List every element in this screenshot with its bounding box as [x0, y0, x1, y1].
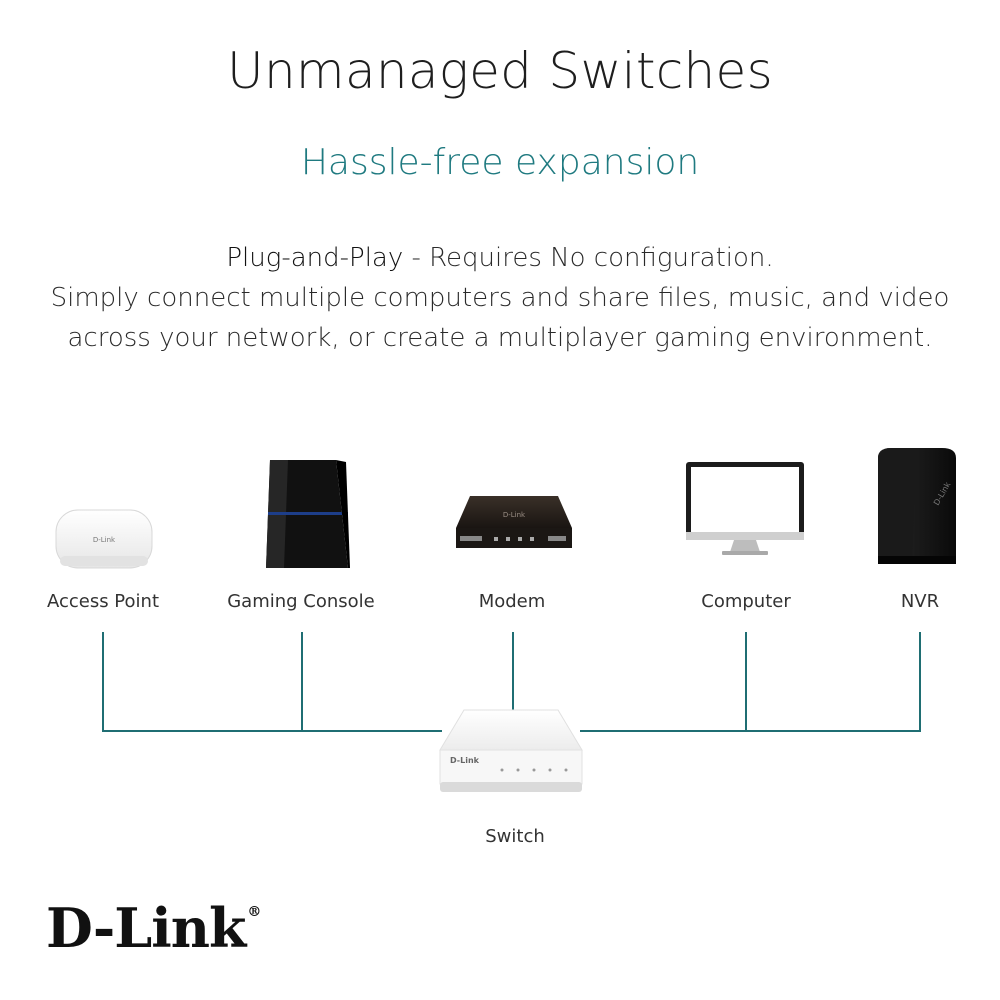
dlink-logo: D-Link®: [46, 896, 261, 960]
description-line-3: across your network, or create a multipl…: [67, 323, 933, 353]
access-point-icon: D-Link: [55, 509, 153, 569]
modem-logo: D-Link: [503, 511, 526, 519]
description-line-2: Simply connect multiple computers and sh…: [50, 283, 950, 313]
description-block: Plug-and-Play - Requires No configuratio…: [0, 238, 1000, 358]
description-line-1: Plug-and-Play - Requires No configuratio…: [0, 238, 1000, 278]
label-switch: Switch: [485, 826, 545, 847]
computer-icon: [686, 462, 804, 555]
nvr-icon: D-Link: [878, 448, 956, 564]
page-title: Unmanaged Switches: [227, 42, 773, 100]
label-access-point: Access Point: [46, 591, 160, 612]
access-point-logo: D-Link: [93, 536, 116, 544]
registered-mark: ®: [247, 904, 261, 920]
page-subtitle: Hassle-free expansion: [300, 142, 700, 183]
label-gaming-console: Gaming Console: [227, 591, 375, 612]
switch-logo: D-Link: [450, 756, 480, 765]
description-lead-rest: - Requires No configuration.: [403, 243, 774, 273]
gaming-console-icon: [266, 460, 350, 568]
modem-icon: D-Link: [456, 496, 572, 548]
label-computer: Computer: [701, 591, 791, 612]
label-modem: Modem: [478, 591, 546, 612]
dlink-logo-text: D-Link: [46, 896, 246, 960]
description-lead: Plug-and-Play: [226, 243, 404, 273]
label-nvr: NVR: [900, 591, 940, 612]
switch-icon: D-Link: [439, 709, 583, 792]
